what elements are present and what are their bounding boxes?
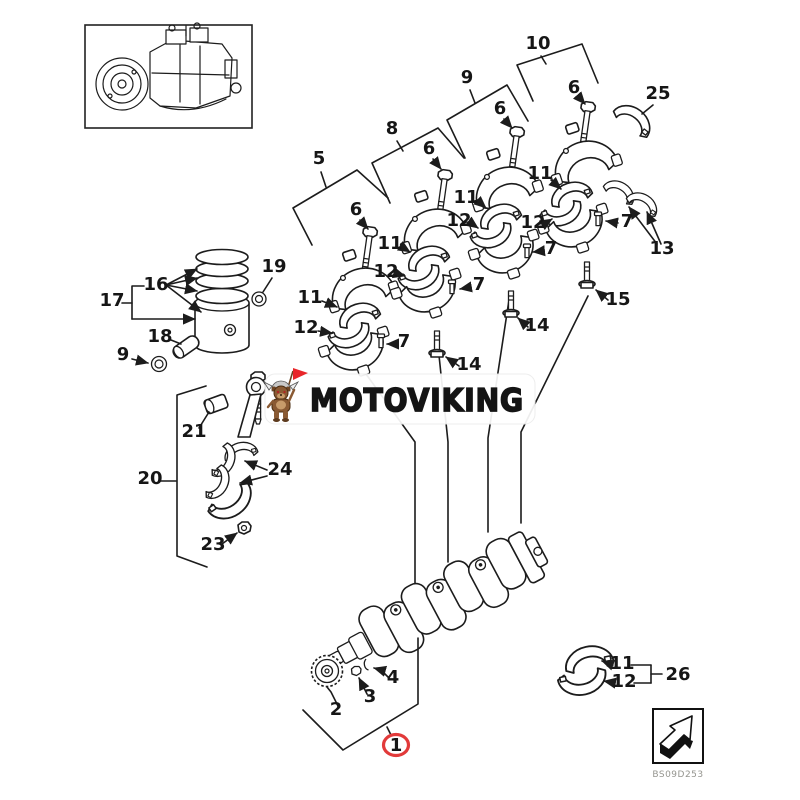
callout-12: 12	[611, 671, 636, 692]
small-end-bushing	[203, 393, 229, 415]
callout-18: 18	[147, 326, 172, 347]
snap-ring	[150, 355, 168, 373]
callout-25: 25	[645, 83, 670, 104]
callout-13: 13	[649, 238, 674, 259]
crank-gear	[310, 654, 344, 688]
crankshaft-outline-bracket	[302, 637, 419, 751]
callout-9-ring: 9	[117, 344, 130, 365]
callout-23: 23	[200, 534, 225, 555]
callout-6: 6	[494, 98, 507, 119]
callout-3: 3	[364, 686, 377, 707]
callout-12: 12	[373, 261, 398, 282]
callout-7: 7	[398, 331, 411, 352]
callout-20: 20	[137, 468, 162, 489]
callout-7: 7	[473, 274, 486, 295]
callout-6: 6	[423, 138, 436, 159]
main-bearing-groups	[313, 100, 624, 387]
callout-1-highlighted: 1	[390, 735, 403, 756]
callout-11: 11	[297, 287, 322, 308]
callout-8: 8	[386, 118, 399, 139]
watermark-panel	[264, 373, 536, 425]
callout-17: 17	[99, 290, 124, 311]
bearing-shell-set-26	[556, 640, 663, 701]
rod-group-bracket	[159, 385, 208, 568]
callout-11: 11	[527, 163, 552, 184]
callout-9-group: 9	[461, 67, 474, 88]
callout-14: 14	[524, 315, 549, 336]
callout-12: 12	[293, 317, 318, 338]
callout-12: 12	[446, 210, 471, 231]
rod-nut	[237, 521, 252, 535]
callout-2: 2	[330, 699, 343, 720]
rod-cap	[205, 479, 260, 529]
highlight-ring	[381, 732, 411, 758]
callout-15: 15	[605, 289, 630, 310]
flag-icon	[293, 368, 308, 380]
watermark-text: MOTOVIKING	[310, 383, 524, 419]
connecting-rod-assembly	[159, 371, 267, 568]
piston-assembly	[150, 248, 267, 373]
engine-thumbnail-illustration	[84, 22, 253, 129]
callout-11: 11	[377, 233, 402, 254]
callout-7: 7	[545, 238, 558, 259]
piston-ring	[195, 248, 249, 266]
callout-6: 6	[350, 199, 363, 220]
callout-5: 5	[313, 148, 326, 169]
callout-11: 11	[453, 187, 478, 208]
callout-7: 7	[621, 211, 634, 232]
crank-washer	[363, 658, 369, 671]
brand-logo-box: BS09D253	[652, 708, 704, 780]
snap-ring	[251, 291, 267, 307]
piston-pin	[172, 335, 200, 359]
callout-labels: 5 8 9 10 25 6 6 6 6 11 11 11 11 11 12 12…	[99, 33, 690, 756]
callout-leaders	[121, 91, 662, 707]
group-brackets	[292, 43, 599, 246]
callout-11: 11	[609, 653, 634, 674]
viking-dog-mascot-icon	[262, 368, 308, 422]
callout-16: 16	[143, 274, 168, 295]
callout-21: 21	[181, 421, 206, 442]
piston-ring	[195, 287, 249, 305]
callout-14: 14	[456, 354, 481, 375]
watermark: MOTOVIKING	[262, 368, 536, 425]
callout-6: 6	[568, 77, 581, 98]
callout-12: 12	[520, 212, 545, 233]
crank-nut	[350, 665, 362, 677]
callout-24: 24	[267, 459, 292, 480]
callout-26: 26	[665, 664, 690, 685]
callout-10: 10	[525, 33, 550, 54]
callout-4: 4	[387, 667, 400, 688]
block-arrow-logo-icon	[659, 715, 693, 759]
crankshaft	[302, 531, 549, 758]
diagram-code: BS09D253	[652, 770, 703, 780]
callout-19: 19	[261, 256, 286, 277]
